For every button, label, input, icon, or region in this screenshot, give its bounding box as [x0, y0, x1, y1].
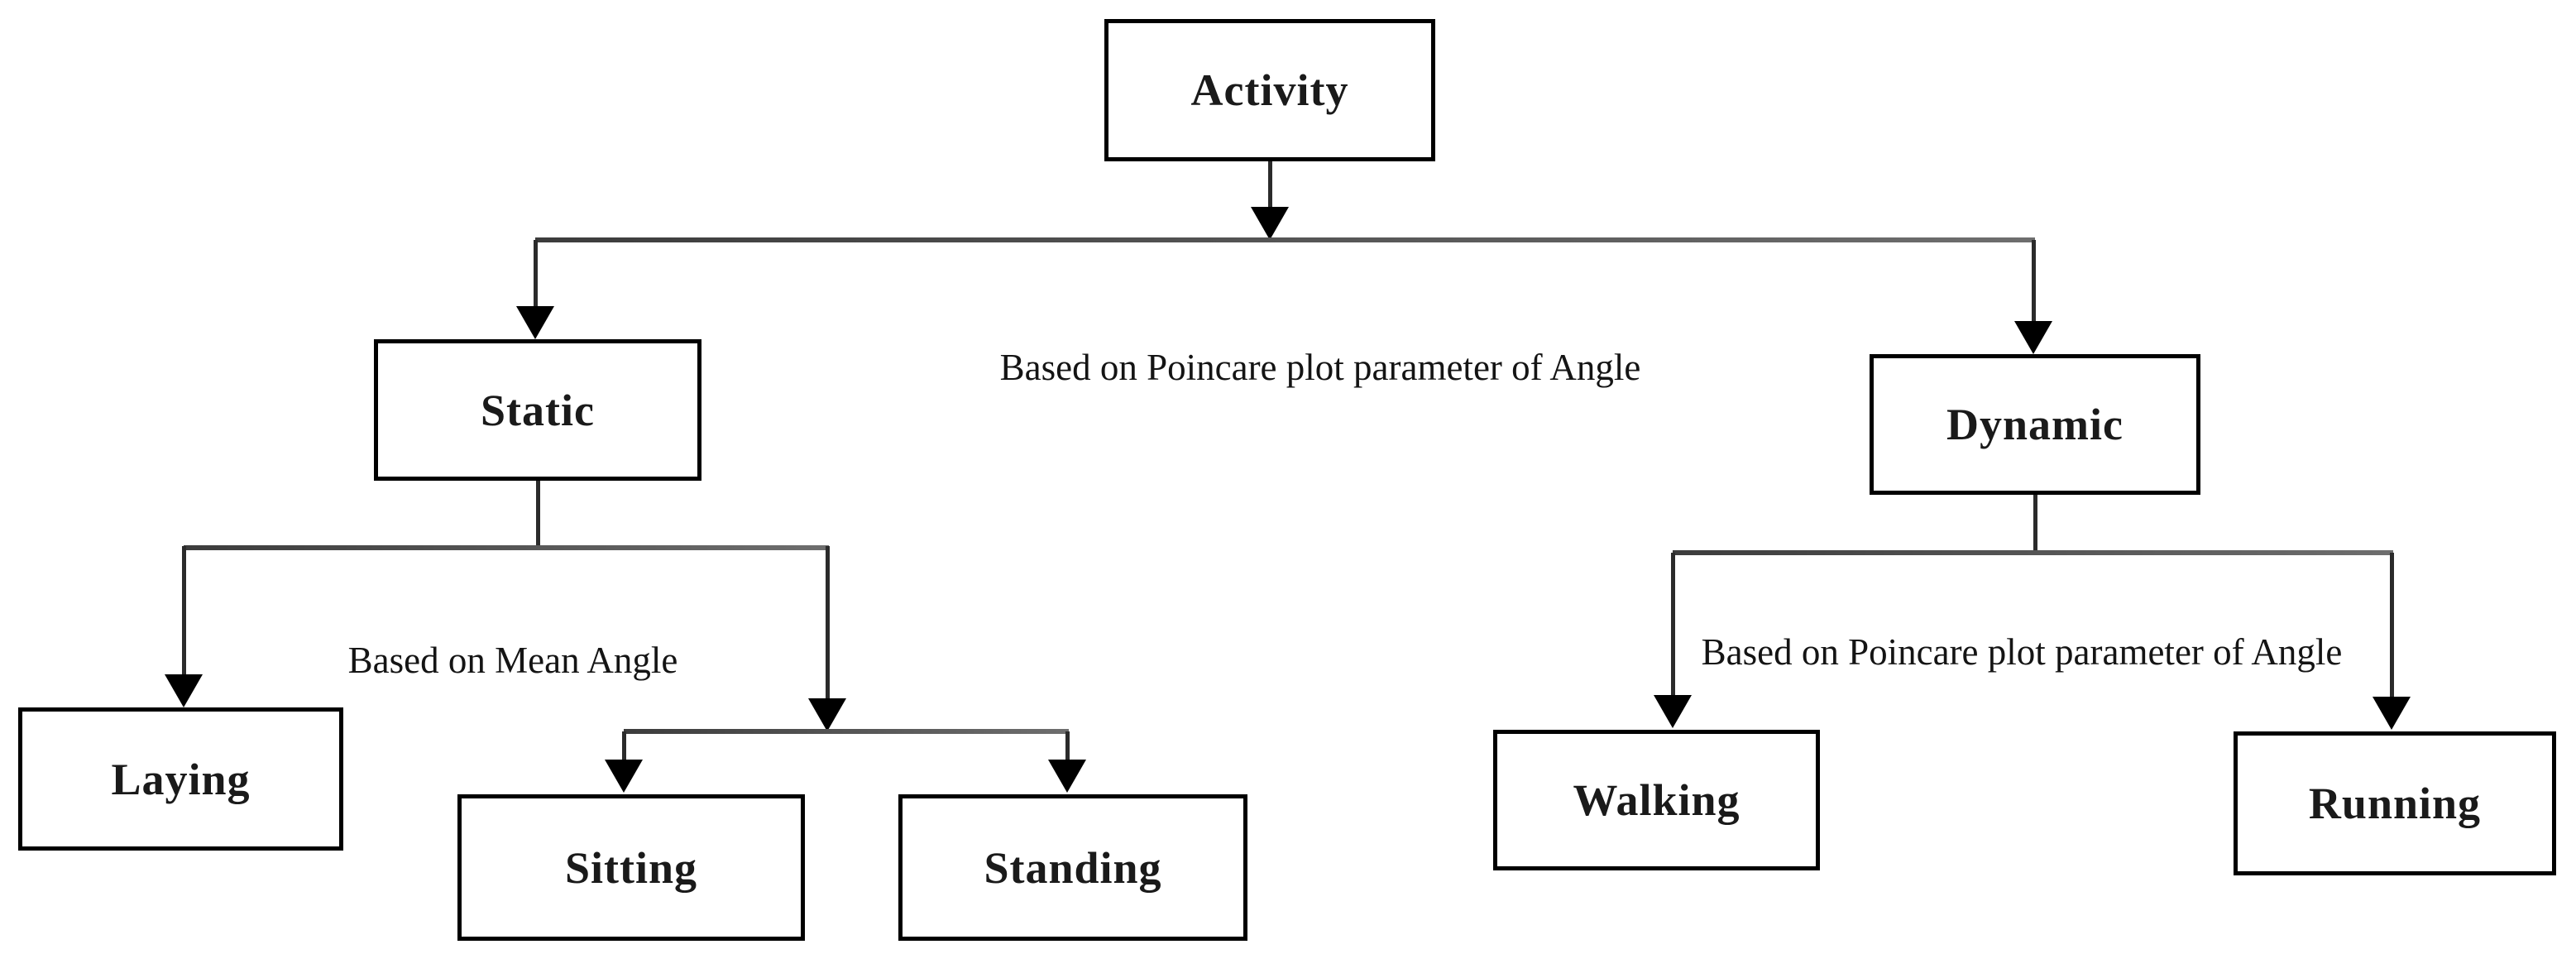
edge-root-split-line	[535, 237, 2035, 242]
arrowhead-to-running	[2373, 697, 2411, 730]
edge-to-substatic-line	[826, 546, 830, 700]
annotation-root-split: Based on Poincare plot parameter of Angl…	[999, 347, 1641, 388]
node-running-label: Running	[2308, 779, 2482, 828]
arrowhead-to-dynamic	[2014, 321, 2052, 354]
node-walking: Walking	[1493, 730, 1820, 870]
edge-to-sitting-line	[622, 731, 626, 761]
edge-to-running-line	[2390, 553, 2394, 698]
edge-static-split-line	[184, 545, 829, 550]
node-laying-label: Laying	[111, 754, 251, 804]
edge-to-standing-line	[1065, 731, 1070, 761]
node-standing: Standing	[898, 794, 1247, 941]
node-running: Running	[2234, 731, 2556, 875]
annotation-static-split: Based on Mean Angle	[347, 640, 678, 681]
edge-substatic-split-line	[624, 729, 1069, 734]
arrowhead-to-standing	[1048, 760, 1086, 793]
node-dynamic: Dynamic	[1870, 354, 2200, 495]
node-dynamic-label: Dynamic	[1946, 400, 2124, 449]
edge-to-walking-line	[1671, 553, 1675, 697]
arrowhead-to-sitting	[605, 760, 643, 793]
node-laying: Laying	[18, 707, 343, 851]
edge-to-static-line	[534, 240, 538, 308]
arrowhead-activity-to-split	[1251, 207, 1289, 240]
edge-dynamic-split-line	[1673, 550, 2393, 555]
node-static: Static	[374, 339, 701, 481]
arrowhead-to-static	[516, 306, 554, 339]
arrowhead-to-laying	[165, 674, 203, 707]
arrowhead-to-substatic-split	[808, 698, 846, 731]
node-activity: Activity	[1104, 19, 1435, 161]
node-standing-label: Standing	[984, 842, 1162, 893]
edge-to-laying-line	[182, 546, 186, 676]
annotation-dynamic-split: Based on Poincare plot parameter of Angl…	[1701, 631, 2343, 673]
edge-static-stem-line	[536, 481, 540, 548]
arrowhead-to-walking	[1654, 695, 1692, 728]
node-static-label: Static	[481, 385, 595, 435]
edge-to-dynamic-line	[2032, 240, 2036, 323]
edge-activity-stem-line	[1268, 161, 1272, 209]
edge-dynamic-stem-line	[2033, 495, 2037, 553]
node-activity-label: Activity	[1190, 65, 1349, 115]
node-sitting: Sitting	[457, 794, 805, 941]
node-walking-label: Walking	[1573, 775, 1740, 825]
node-sitting-label: Sitting	[564, 842, 698, 893]
